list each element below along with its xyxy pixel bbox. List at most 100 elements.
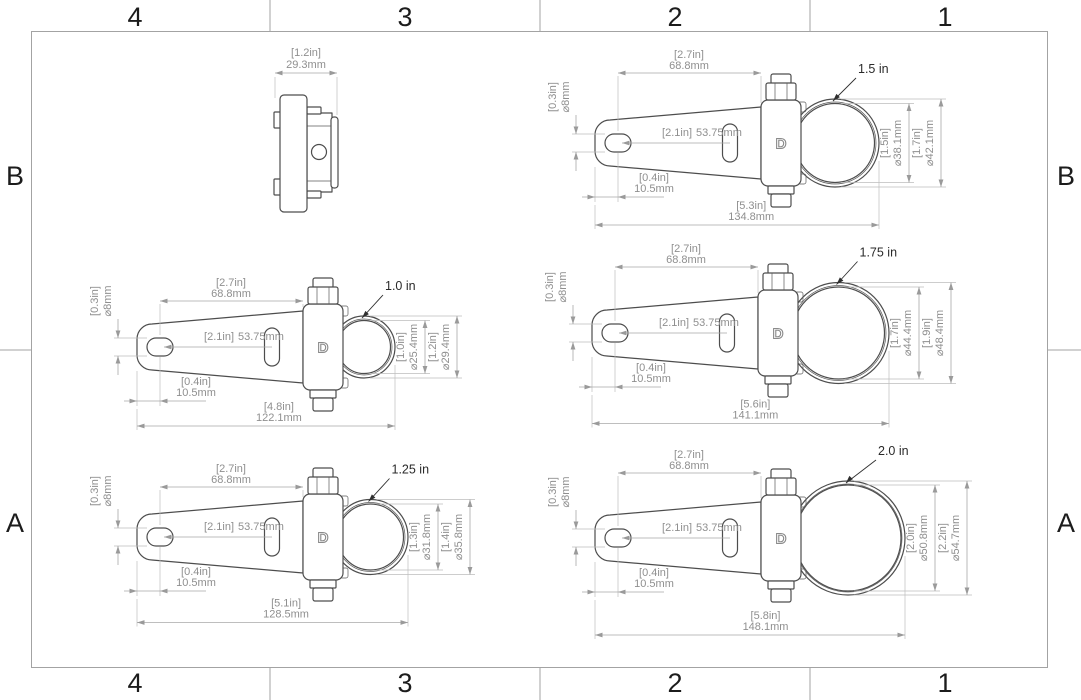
dim-arrow-icon — [622, 140, 630, 146]
clamp-bore — [791, 286, 886, 380]
clamp-dia-mm-label: ⌀44.4mm — [902, 310, 914, 356]
hole-dia-mm-label: ⌀8mm — [102, 475, 114, 506]
outer-dia-in-label: [1.4in] — [440, 522, 452, 552]
dim-arrow-icon — [387, 423, 395, 429]
brand-logo: D — [318, 530, 329, 547]
brand-logo: D — [773, 326, 784, 343]
slot-dist-mm-label: 53.75mm — [238, 331, 284, 343]
dim-arrow-icon — [573, 547, 579, 555]
dim-arrow-icon — [587, 194, 595, 200]
dim-arrow-icon — [906, 175, 912, 183]
slot-dist-mm-label: 53.75mm — [696, 127, 742, 139]
total-length-in-label: [4.8in] — [264, 401, 294, 413]
zone-col-label-top-1: 1 — [937, 2, 953, 32]
bolt-hex — [307, 476, 339, 495]
total-length-mm-label: 134.8mm — [728, 211, 774, 223]
zone-row-label-left-a: A — [5, 508, 24, 538]
arm-length-in-label: [2.7in] — [216, 463, 246, 475]
dim-arrow-icon — [422, 366, 428, 374]
hole-dia-in-label: [0.3in] — [547, 82, 559, 112]
zone-row-label-right-b: B — [1056, 161, 1075, 191]
edge-offset-mm-label: 10.5mm — [631, 373, 671, 385]
clamp-tab-top — [306, 106, 322, 115]
zone-col-label-bottom-3: 3 — [397, 668, 413, 698]
outer-dia-mm-label: ⌀48.4mm — [934, 310, 946, 356]
dim-arrow-icon — [435, 562, 441, 570]
clamp-bore — [794, 484, 902, 592]
size-callout-label: 1.75 in — [860, 246, 898, 260]
clamp-bore — [336, 319, 392, 375]
outer-dia-in-label: [1.9in] — [921, 318, 933, 348]
dim-arrow-icon — [573, 126, 579, 134]
nut-flange — [309, 579, 337, 589]
dim-arrow-icon — [362, 310, 369, 318]
dim-arrow-icon — [619, 330, 627, 336]
dim-arrow-icon — [584, 384, 592, 390]
view-clamp-1-75in: D[2.7in]68.8mm[0.3in]⌀8mm[2.1in]53.75mm[… — [544, 243, 956, 428]
size-callout-label: 1.25 in — [392, 463, 430, 477]
dim-arrow-icon — [615, 264, 623, 270]
dim-arrow-icon — [618, 70, 626, 76]
hole-dia-mm-label: ⌀8mm — [560, 476, 572, 507]
slot-dist-in-label: [2.1in] — [204, 521, 234, 533]
bracket-plate-side — [279, 94, 308, 213]
hole-dia-mm-label: ⌀8mm — [560, 81, 572, 112]
dim-arrow-icon — [160, 588, 168, 594]
dim-arrow-icon — [964, 481, 970, 489]
dim-arrow-icon — [948, 376, 954, 384]
clamp-band-inner-line — [335, 502, 406, 572]
total-length-mm-label: 148.1mm — [743, 621, 789, 633]
dim-arrow-icon — [164, 344, 172, 350]
total-length-in-label: [5.6in] — [740, 399, 770, 411]
dim-arrow-icon — [115, 546, 121, 554]
view-clamp-2-0in: D[2.7in]68.8mm[0.3in]⌀8mm[2.1in]53.75mm[… — [547, 444, 972, 639]
dim-arrow-icon — [750, 264, 758, 270]
dim-arrow-icon — [400, 620, 408, 625]
edge-offset-in-label: [0.4in] — [181, 376, 211, 388]
dim-arrow-icon — [129, 398, 137, 404]
brand-logo: D — [318, 340, 329, 357]
dim-arrow-icon — [916, 371, 922, 379]
edge-offset-in-label: [0.4in] — [639, 567, 669, 579]
dim-arrow-icon — [160, 484, 168, 490]
outer-dia-in-label: [1.2in] — [427, 332, 439, 362]
arm-length-in-label: [2.7in] — [674, 449, 704, 461]
edge-offset-in-label: [0.4in] — [636, 362, 666, 374]
view-clamp-1-0in: D[2.7in]68.8mm[0.3in]⌀8mm[2.1in]53.75mm[… — [89, 277, 462, 430]
edge-offset-mm-label: 10.5mm — [176, 387, 216, 399]
total-length-mm-label: 122.1mm — [256, 412, 302, 424]
outer-dia-mm-label: ⌀29.4mm — [440, 324, 452, 370]
drawing-border — [31, 31, 1048, 668]
dim-arrow-icon — [329, 70, 337, 76]
dim-arrow-icon — [295, 298, 303, 304]
slot-dist-mm-label: 53.75mm — [696, 522, 742, 534]
view-clamp-1-25in: D[2.7in]68.8mm[0.3in]⌀8mm[2.1in]53.75mm[… — [89, 463, 475, 627]
clamp-dia-in-label: [1.3in] — [408, 522, 420, 552]
dim-arrow-icon — [275, 70, 283, 76]
clamp-band-inner-line — [790, 285, 887, 381]
dim-arrow-icon — [573, 152, 579, 160]
zone-col-label-top-4: 4 — [127, 2, 143, 32]
view-clamp-1-5in: D[2.7in]68.8mm[0.3in]⌀8mm[2.1in]53.75mm[… — [547, 49, 946, 229]
dim-arrow-icon — [833, 93, 840, 101]
outer-dia-mm-label: ⌀42.1mm — [924, 120, 936, 166]
dim-arrow-icon — [570, 342, 576, 350]
nut — [770, 193, 792, 208]
bolt-hex — [765, 477, 797, 496]
zone-col-label-bottom-4: 4 — [127, 668, 143, 698]
side-width-mm-label: 29.3mm — [286, 59, 326, 71]
outer-dia-in-label: [1.7in] — [911, 128, 923, 158]
dim-arrow-icon — [932, 583, 938, 591]
arm-length-in-label: [2.7in] — [671, 243, 701, 255]
nut-flange — [767, 185, 795, 195]
hole-dia-mm-label: ⌀8mm — [102, 285, 114, 316]
total-length-in-label: [5.3in] — [736, 200, 766, 212]
clamp-bore — [336, 503, 405, 571]
dim-arrow-icon — [115, 330, 121, 338]
total-length-in-label: [5.1in] — [271, 598, 301, 610]
dim-arrow-icon — [753, 470, 761, 476]
dim-arrow-icon — [573, 521, 579, 529]
total-length-mm-label: 141.1mm — [732, 410, 778, 422]
dim-arrow-icon — [753, 70, 761, 76]
side-width-in-label: [1.2in] — [291, 47, 321, 59]
